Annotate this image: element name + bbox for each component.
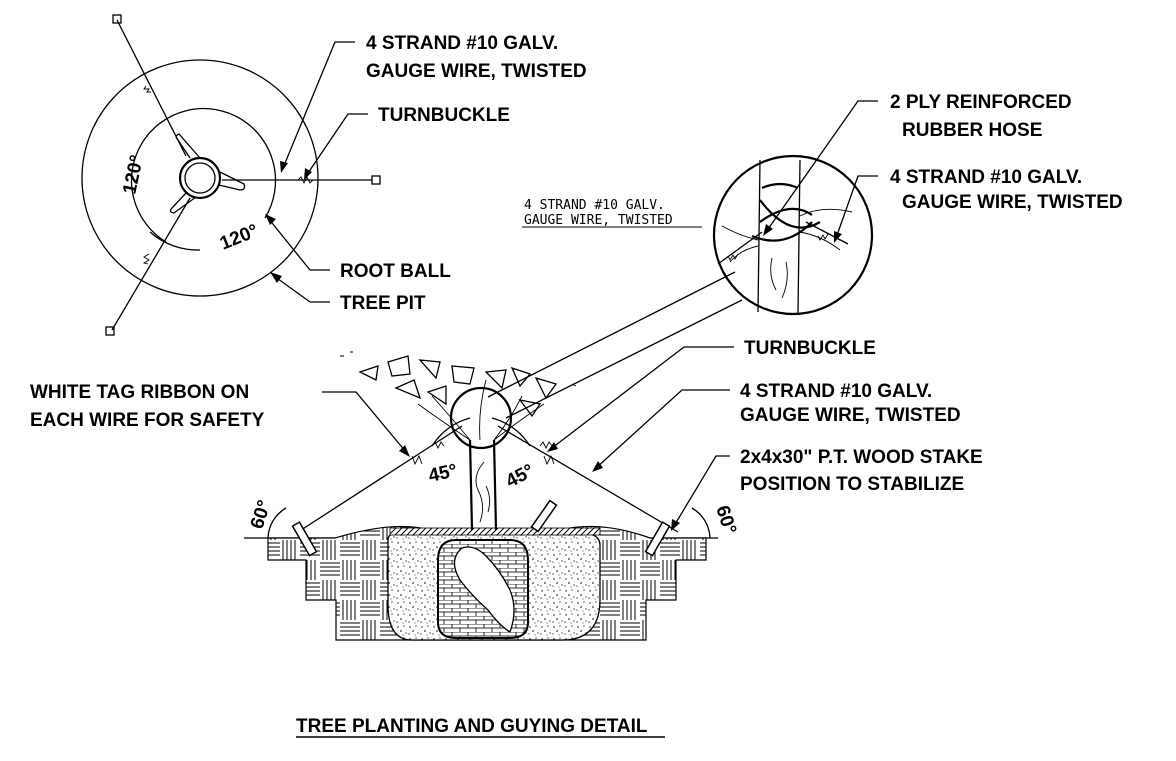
plan-view: 120° 120° 4 STRAND #10 GALV. GAUGE WIRE,… (81, 14, 587, 336)
detail-trunk-right (797, 159, 801, 314)
plan-wire-label-line2: GAUGE WIRE, TWISTED (366, 61, 587, 82)
hose-leader (765, 100, 878, 233)
inset-connector-upper (487, 271, 736, 398)
root-ball-cutout (453, 546, 515, 633)
elevation-view: 45° 45° 60° 60° WHITE TAG RIBBON ON EACH… (30, 338, 983, 641)
turnbuckle-leader (305, 113, 368, 177)
wire-right-leader (835, 175, 878, 239)
hose-loop-left (169, 192, 197, 214)
detail-wire-left (717, 231, 763, 265)
stake-leader-arrow (671, 519, 680, 531)
hose-loop-right (218, 171, 246, 191)
plan-turnbuckle-bottom (142, 253, 150, 265)
detail-branch-left (721, 225, 777, 291)
guy-angle-right-label: 45° (502, 460, 537, 492)
plan-turnbuckle-right (297, 175, 314, 185)
plan-angle-left-label: 120° (119, 153, 148, 196)
root-ball-arc-lower (149, 231, 201, 251)
tree-pit-circle (81, 59, 319, 297)
hose-label-line1: 2 PLY REINFORCED (890, 92, 1072, 113)
detail-wire-left-line2: GAUGE WIRE, TWISTED (524, 213, 673, 228)
canopy-edge-dots (340, 351, 577, 387)
wire-elev-leader (595, 389, 730, 469)
detail-wire-squiggle-left (727, 253, 739, 261)
tree-pit-leader-arrow (270, 272, 282, 283)
drawing-title: TREE PLANTING AND GUYING DETAIL (296, 716, 648, 737)
ribbon-leader-arrow (399, 445, 410, 457)
stake-label-line1: 2x4x30" P.T. WOOD STAKE (740, 447, 983, 468)
turnbuckle-left (431, 441, 445, 450)
detail-inset: 2 PLY REINFORCED RUBBER HOSE 4 STRAND #1… (487, 92, 1123, 419)
detail-wire-left-line1: 4 STRAND #10 GALV. (524, 198, 665, 213)
inset-connector-lower (505, 299, 743, 419)
stake-left (291, 521, 318, 557)
wire-right-leader-arrow (834, 231, 842, 243)
stake-center (530, 499, 558, 533)
guy-wire-left (297, 425, 463, 533)
plan-wire-label-line1: 4 STRAND #10 GALV. (366, 33, 558, 54)
detail-wire-right-line1: 4 STRAND #10 GALV. (890, 167, 1082, 188)
stake-label-line2: POSITION TO STABILIZE (740, 474, 964, 495)
plan-guy-wire-top (116, 19, 187, 157)
elev-turnbuckle-label: TURNBUCKLE (744, 338, 876, 359)
wire-leader-arrow (280, 161, 288, 173)
detail-trunk-left (757, 159, 761, 313)
turnbuckle-leader-arrow (304, 168, 312, 180)
detail-wire-right-line2: GAUGE WIRE, TWISTED (902, 192, 1123, 213)
hose-label-line2: RUBBER HOSE (902, 120, 1042, 141)
plan-stake-right (371, 175, 381, 185)
stake-angle-arc-left (267, 507, 287, 539)
guy-angle-left-label: 45° (427, 460, 459, 487)
hose-leader-arrow (763, 224, 773, 236)
stake-right (644, 521, 671, 557)
root-ball-arc (130, 107, 277, 243)
stake-angle-right-label: 60° (711, 503, 740, 537)
plan-root-ball-label: ROOT BALL (340, 261, 451, 282)
plan-tree-pit-label: TREE PIT (340, 293, 426, 314)
root-ball-leader (267, 217, 330, 271)
ribbon-leader (322, 391, 407, 453)
ribbon-label-line1: WHITE TAG RIBBON ON (30, 382, 249, 403)
ribbon-tag-right (543, 454, 555, 466)
trunk-texture (475, 461, 491, 523)
detail-wire-squiggle-right (817, 233, 829, 241)
guy-wire-right (497, 425, 679, 533)
trunk-circle-inner (184, 162, 216, 194)
canopy (358, 355, 558, 418)
guy-angle-arc-right (491, 417, 531, 447)
trunk-circle-outer (178, 156, 222, 200)
root-ball-leader-arrow (265, 214, 276, 225)
ribbon-tag-left (411, 454, 423, 466)
turnbuckle-elev-leader-arrow (547, 442, 558, 452)
detail-wire-right (805, 221, 849, 245)
stake-angle-arc-right (691, 507, 711, 539)
plan-turnbuckle-top (143, 85, 151, 93)
wire-leader (282, 41, 355, 169)
detail-circle (712, 154, 874, 316)
wire-elev-leader-arrow (592, 461, 603, 472)
plan-angle-bottom-label: 120° (217, 220, 261, 254)
elevation-detail-circle (449, 386, 513, 450)
stake-leader (673, 455, 730, 527)
plan-stake-top (112, 14, 122, 24)
plan-stake-bottom (105, 326, 115, 336)
elev-wire-label-line1: 4 STRAND #10 GALV. (740, 381, 932, 402)
trunk (468, 439, 498, 531)
plan-turnbuckle-label: TURNBUCKLE (378, 105, 510, 126)
elev-wire-label-line2: GAUGE WIRE, TWISTED (740, 405, 961, 426)
turnbuckle-right (539, 441, 553, 450)
ribbon-label-line2: EACH WIRE FOR SAFETY (30, 410, 265, 431)
stake-angle-left-label: 60° (247, 498, 276, 532)
tree-pit-leader (273, 275, 330, 303)
hose-loop-top (175, 133, 201, 159)
plan-guy-wire-bottom (111, 197, 191, 331)
turnbuckle-elev-leader (551, 346, 734, 449)
detail-hose (751, 182, 821, 242)
